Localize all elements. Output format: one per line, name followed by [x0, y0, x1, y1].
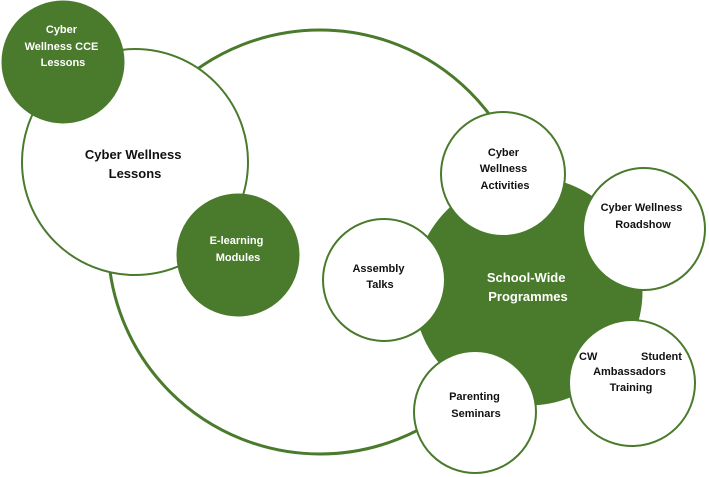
- parenting-circle: [413, 350, 537, 474]
- assembly-label: Assembly Talks: [352, 263, 407, 291]
- lessons-label: Cyber Wellness Lessons: [85, 147, 185, 181]
- parenting-label: Parenting Seminars: [449, 391, 503, 420]
- ambassadors-circle: [568, 319, 696, 447]
- activities-circle: [440, 111, 566, 237]
- cce-label: Cyber Wellness CCE Lessons: [25, 24, 102, 69]
- swp-label: School-Wide Programmes: [487, 270, 569, 304]
- roadshow-circle: [582, 167, 706, 291]
- elearning-label: E-learning Modules: [210, 235, 267, 264]
- ambassadors-label-rest: Ambassadors Training: [593, 366, 669, 394]
- elearning-circle: [176, 193, 300, 317]
- assembly-circle: [322, 218, 446, 342]
- activities-label: Cyber Wellness Activities: [480, 147, 531, 192]
- roadshow-label: Cyber Wellness Roadshow: [601, 202, 686, 231]
- ambassadors-label: CW Student: [579, 351, 682, 363]
- cce-circle: [1, 0, 125, 124]
